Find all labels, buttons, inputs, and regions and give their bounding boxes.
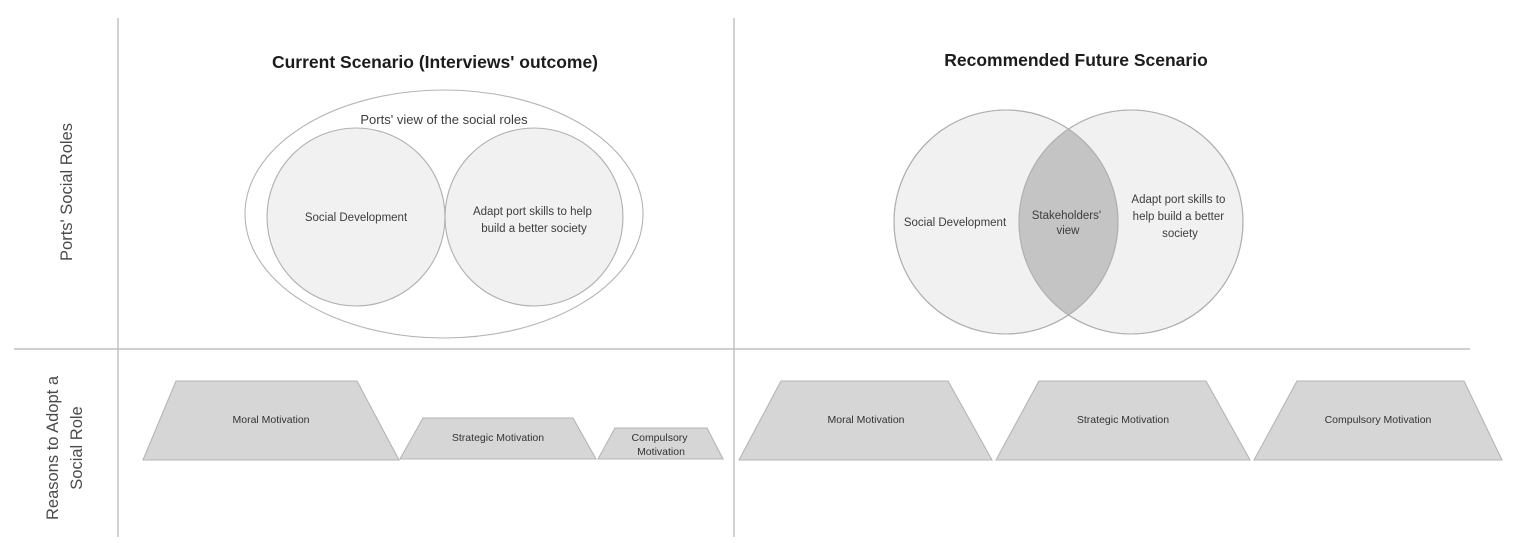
future-scenario-motivations: Moral Motivation Strategic Motivation Co… <box>738 380 1503 461</box>
trapezoid-compulsory-motivation[interactable] <box>597 427 724 460</box>
row-label-ports-social-roles: Ports' Social Roles <box>58 123 76 261</box>
outer-boundary-ellipse <box>244 89 644 339</box>
venn-circle-outline-right <box>1018 109 1244 335</box>
venn-outer-caption: Ports' view of the social roles <box>360 112 528 127</box>
venn-label-adapt-port-skills: Adapt port skills to help build a better… <box>1131 194 1228 240</box>
svg-text:Reasons to Adopt a: Reasons to Adopt a <box>44 375 62 520</box>
panel-title-current-scenario: Current Scenario (Interviews' outcome) <box>272 52 598 72</box>
axis-lines <box>14 18 1470 537</box>
future-scenario-venn: Social Development Stakeholders' view Ad… <box>893 109 1244 335</box>
trapezoid-label-strategic-motivation: Strategic Motivation <box>452 432 544 444</box>
trapezoid-strategic-motivation[interactable] <box>399 417 597 460</box>
trapezoid-label-compulsory-motivation: Compulsory Motivation <box>632 432 691 458</box>
row-label-line: Ports' Social Roles <box>58 123 76 261</box>
trapezoid-strategic-motivation[interactable] <box>995 380 1251 461</box>
svg-text:Social Role: Social Role <box>68 406 86 489</box>
trapezoid-label-moral-motivation: Moral Motivation <box>232 414 309 426</box>
venn-label-stakeholders-view: Stakeholders' view <box>1032 210 1105 237</box>
trapezoid-moral-motivation[interactable] <box>738 380 993 461</box>
venn-label-social-development: Social Development <box>305 212 408 224</box>
trapezoid-compulsory-motivation[interactable] <box>1253 380 1503 461</box>
trapezoid-label-moral-motivation: Moral Motivation <box>827 414 904 426</box>
trapezoid-label-compulsory-motivation: Compulsory Motivation <box>1325 414 1432 426</box>
trapezoid-moral-motivation[interactable] <box>142 380 400 461</box>
current-scenario-motivations: Moral Motivation Strategic Motivation Co… <box>142 380 724 461</box>
venn-label-social-development: Social Development <box>904 217 1007 229</box>
row-label-reasons-to-adopt: Reasons to Adopt a Social Role <box>44 375 86 520</box>
venn-label-adapt-port-skills: Adapt port skills to help build a better… <box>473 206 595 235</box>
svg-text:Ports' Social Roles: Ports' Social Roles <box>58 123 76 261</box>
row-label-line: Reasons to Adopt a <box>44 375 62 520</box>
current-scenario-venn: Ports' view of the social roles Social D… <box>244 89 644 339</box>
row-label-line: Social Role <box>68 406 86 489</box>
venn-circle-outline-left <box>893 109 1119 335</box>
trapezoid-label-strategic-motivation: Strategic Motivation <box>1077 414 1169 426</box>
panel-title-future-scenario: Recommended Future Scenario <box>944 50 1208 70</box>
venn-circle-adapt-port-skills[interactable] <box>444 127 624 307</box>
